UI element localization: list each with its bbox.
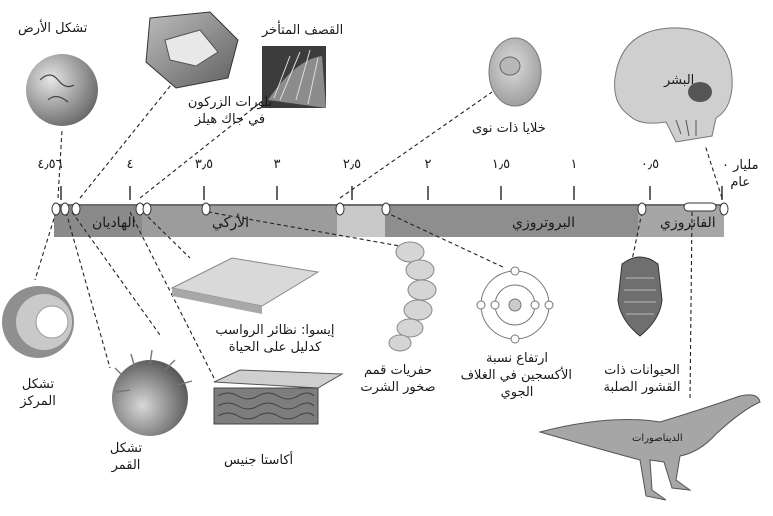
label-chert-fossils: حفريات قمم صخور الشرت: [348, 362, 448, 396]
earth-sphere-illustration: [26, 54, 98, 126]
tick-label: ٣: [274, 157, 281, 172]
label-chert-line2: صخور الشرت: [348, 379, 448, 396]
trilobite-illustration: [618, 257, 662, 336]
label-zircon-line2: في جاك هيلز: [175, 111, 285, 128]
label-oxygen-line2: الأكسجين في الغلاف: [462, 367, 572, 384]
event-connectors: [35, 80, 722, 400]
label-core-line1: تشكل: [10, 376, 66, 393]
label-eukaryotes: خلايا ذات نوى: [472, 120, 546, 137]
tick-label: ٠٫٥: [641, 157, 659, 172]
tick-label: ٢٫٥: [343, 157, 361, 172]
zircon-crystal-illustration: [146, 12, 238, 88]
label-oxygen-line3: الجوي: [462, 384, 572, 401]
label-shells-line2: القشور الصلبة: [592, 379, 692, 396]
label-isua-line2: كدليل على الحياة: [200, 339, 350, 356]
tick-label: ٢: [425, 157, 432, 172]
label-earth-formation: تشكل الأرض: [18, 20, 87, 37]
label-moon-formation: تشكل القمر: [96, 440, 156, 474]
label-moon-line1: تشكل: [96, 440, 156, 457]
eon-label-hadean: الهاديان: [92, 215, 136, 231]
acasta-gneiss-illustration: [214, 370, 342, 424]
eon-label-phanerozoic: الفانروزي: [660, 215, 716, 231]
tick-label: ١: [571, 157, 578, 172]
tick-label: ١٫٥: [492, 157, 510, 172]
label-oxygen-rise: ارتفاع نسبة الأكسجين في الغلاف الجوي: [462, 350, 572, 401]
moon-formation-illustration: [112, 350, 192, 436]
isua-sediment-illustration: [172, 258, 318, 314]
axis-ticks: [61, 186, 722, 200]
label-moon-line2: القمر: [96, 457, 156, 474]
label-oxygen-line1: ارتفاع نسبة: [462, 350, 572, 367]
label-isua-line1: إيسوا: نظائر الرواسب: [200, 322, 350, 339]
eukaryote-cell-illustration: [489, 38, 541, 106]
tick-label: ٤: [127, 157, 134, 172]
label-isua: إيسوا: نظائر الرواسب كدليل على الحياة: [200, 322, 350, 356]
label-chert-line1: حفريات قمم: [348, 362, 448, 379]
axis-unit-label: مليار ٠ عام: [722, 157, 759, 191]
label-late-bombardment: القصف المتأخر: [262, 22, 343, 39]
label-core-line2: المركز: [10, 393, 66, 410]
label-zircon: بلورات الزركون في جاك هيلز: [175, 94, 285, 128]
eon-label-proterozoic: البروتروزي: [512, 215, 575, 231]
axis-unit-line2: عام: [722, 174, 759, 191]
axis-unit-line1: مليار ٠: [722, 157, 759, 174]
label-core-formation: تشكل المركز: [10, 376, 66, 410]
chert-fossil-illustration: [389, 242, 436, 351]
dinosaur-illustration: [540, 395, 760, 500]
core-formation-illustration: [2, 286, 74, 358]
tick-label: ٣٫٥: [195, 157, 213, 172]
label-hard-shells: الحيوانات ذات القشور الصلبة: [592, 362, 692, 396]
oxygen-atom-illustration: [477, 267, 553, 343]
label-zircon-line1: بلورات الزركون: [175, 94, 285, 111]
label-humans: البشر: [664, 72, 694, 89]
label-dinosaurs: الديناصورات: [632, 430, 683, 447]
label-shells-line1: الحيوانات ذات: [592, 362, 692, 379]
tick-label: ٤٫٥٦: [37, 157, 62, 172]
eon-label-archean: الأركي: [212, 215, 249, 231]
label-acasta: أكاستا جنيس: [224, 452, 293, 469]
